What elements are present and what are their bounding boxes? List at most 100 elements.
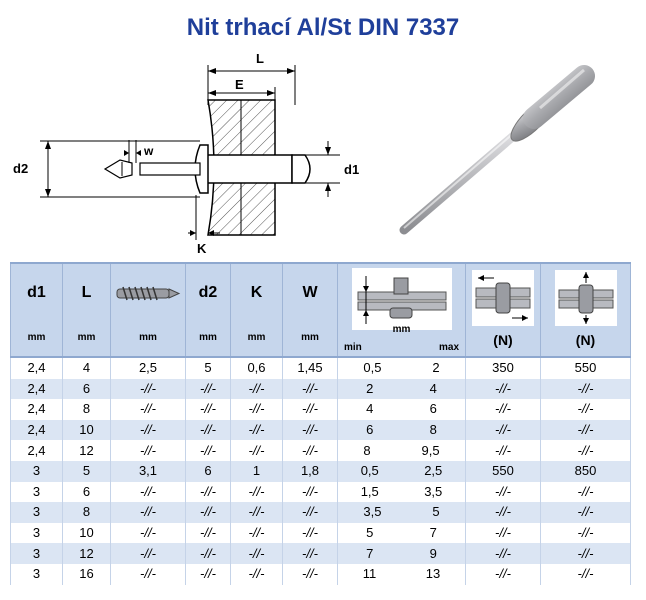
cell-L: 4: [62, 357, 111, 379]
cell-L: 10: [62, 419, 111, 441]
cell-shear: -//-: [465, 399, 541, 420]
cell-d2: -//-: [185, 563, 231, 585]
cell-tensile: -//-: [540, 419, 631, 441]
cell-shear: -//-: [465, 440, 541, 461]
cell-K: -//-: [230, 399, 283, 420]
cell-grip-min: 6: [366, 422, 374, 438]
header-K: K mm: [230, 262, 283, 358]
cell-L: 10: [62, 522, 111, 544]
cell-K: -//-: [230, 419, 283, 441]
table-header-row: d1 mm L mm mm d2: [10, 262, 631, 358]
cell-grip-min: 11: [362, 566, 377, 582]
cell-tensile: -//-: [540, 522, 631, 544]
cell-d2: -//-: [185, 378, 231, 400]
header-d1: d1 mm: [10, 262, 63, 358]
cell-d1: 2,4: [10, 399, 63, 420]
cell-mandrel: 3,1: [110, 460, 186, 482]
cell-grip-min: 0,5: [360, 463, 379, 479]
cell-d1: 3: [10, 543, 63, 564]
cell-shear: -//-: [465, 378, 541, 400]
cell-L: 8: [62, 502, 111, 523]
cell-grip-max: 4: [429, 380, 437, 396]
cell-shear: -//-: [465, 419, 541, 441]
cell-d1: 2,4: [10, 378, 63, 400]
shear-force-icon: [472, 270, 534, 326]
cell-L: 5: [62, 460, 111, 482]
cell-grip-max: 13: [425, 566, 441, 582]
cell-tensile: -//-: [540, 399, 631, 420]
cell-mandrel: -//-: [110, 399, 186, 420]
header-d2: d2 mm: [185, 262, 231, 358]
cell-d2: 5: [185, 357, 231, 379]
cell-mandrel: -//-: [110, 378, 186, 400]
cell-K: 0,6: [230, 357, 283, 379]
cell-shear: 550: [465, 460, 541, 482]
cell-L: 6: [62, 378, 111, 400]
cell-tensile: -//-: [540, 378, 631, 400]
tensile-force-icon: [554, 270, 617, 326]
cell-K: -//-: [230, 563, 283, 585]
cell-L: 16: [62, 563, 111, 585]
cell-W: -//-: [282, 543, 338, 564]
cell-d1: 3: [10, 481, 63, 503]
cell-d1: 3: [10, 522, 63, 544]
label-d1: d1: [344, 162, 359, 177]
grip-range-icon: [351, 268, 452, 330]
cell-grip-min: 8: [363, 442, 371, 458]
cell-shear: -//-: [465, 543, 541, 564]
cell-tensile: -//-: [540, 481, 631, 503]
label-E: E: [235, 77, 244, 92]
cell-d2: -//-: [185, 419, 231, 441]
cell-tensile: -//-: [540, 502, 631, 523]
cell-shear: 350: [465, 357, 541, 379]
cell-grip-min: 5: [366, 525, 374, 541]
cell-mandrel: 2,5: [110, 357, 186, 379]
cell-d2: -//-: [185, 440, 231, 461]
cell-L: 12: [62, 543, 111, 564]
cell-mandrel: -//-: [110, 502, 186, 523]
cell-shear: -//-: [465, 481, 541, 503]
cell-L: 12: [62, 440, 111, 461]
page-title: Nit trhací Al/St DIN 7337: [186, 14, 460, 41]
header-mandrel: mm: [110, 262, 186, 358]
cell-d2: -//-: [185, 543, 231, 564]
cell-grip-max: 7: [429, 525, 437, 541]
cell-shear: -//-: [465, 563, 541, 585]
cell-grip-min: 0,5: [363, 360, 382, 376]
cell-d1: 2,4: [10, 440, 63, 461]
cell-tensile: -//-: [540, 543, 631, 564]
header-grip-range: mm min max: [337, 262, 466, 358]
header-W: W mm: [282, 262, 338, 358]
cell-K: -//-: [230, 502, 283, 523]
cell-W: 1,8: [282, 460, 338, 482]
cell-grip-max: 2: [432, 360, 440, 376]
cell-mandrel: -//-: [110, 419, 186, 441]
cell-grip-min: 4: [366, 401, 374, 417]
cell-L: 8: [62, 399, 111, 420]
header-shear-force: (N): [465, 262, 541, 358]
cell-tensile: 850: [540, 460, 631, 482]
header-tensile-force: (N): [540, 262, 631, 358]
rivet-diagram: L E w d2 d1 K: [13, 51, 359, 256]
cell-W: -//-: [282, 419, 338, 441]
cell-d2: -//-: [185, 399, 231, 420]
cell-mandrel: -//-: [110, 522, 186, 544]
cell-d2: -//-: [185, 502, 231, 523]
cell-d2: 6: [185, 460, 231, 482]
